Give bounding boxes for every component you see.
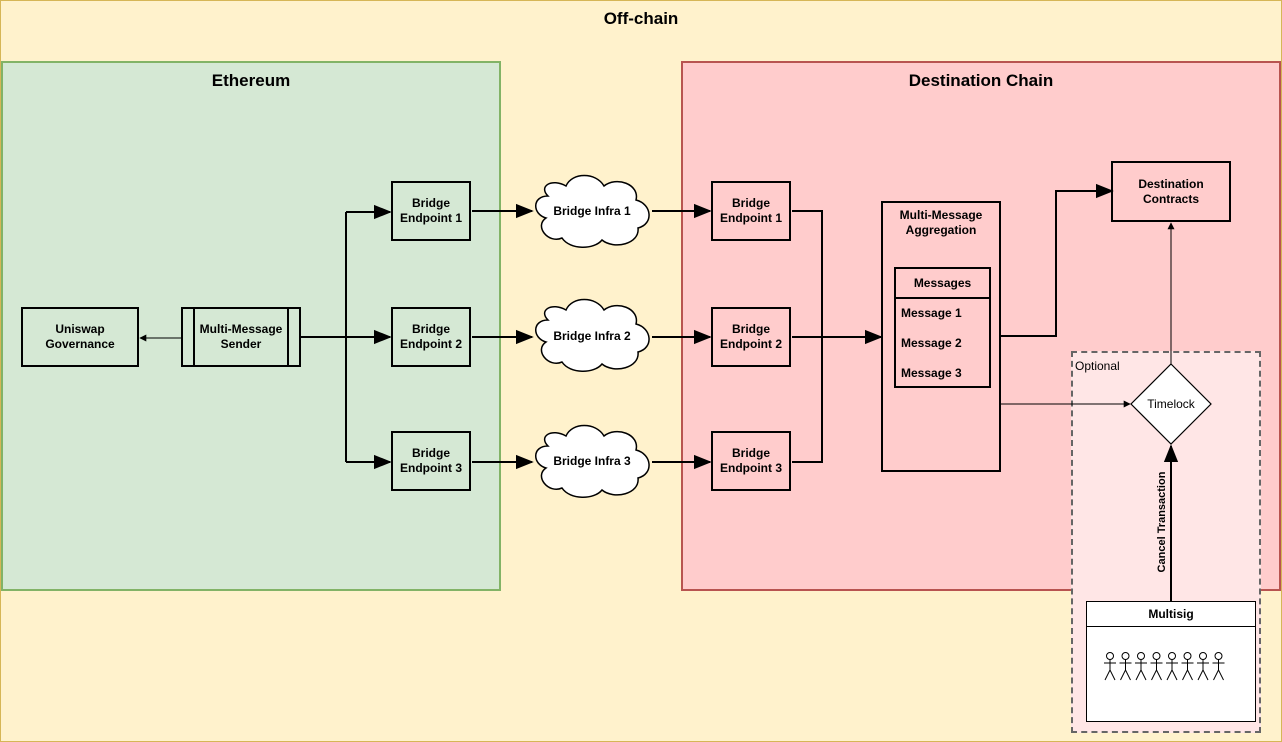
messages-box: Messages Message 1 Message 2 Message 3 — [894, 267, 991, 388]
aggregation-box: Multi-Message Aggregation Messages Messa… — [881, 201, 1001, 472]
bridge-endpoint-2-box: Bridge Endpoint 2 — [391, 307, 471, 367]
timelock-diamond — [1130, 363, 1212, 445]
dest-bridge-endpoint-1-box: Bridge Endpoint 1 — [711, 181, 791, 241]
ethereum-title: Ethereum — [211, 71, 291, 90]
signer-icon — [1135, 652, 1147, 681]
multisig-signers-layer — [1104, 652, 1225, 681]
bridge-infra-3-cloud — [535, 424, 650, 498]
edge-sender-endpoints — [301, 212, 347, 462]
edge-dest-aggregation — [792, 210, 823, 463]
bridge-infra-3-label: Bridge Infra 3 — [553, 454, 631, 468]
multi-message-sender-label: Multi-Message Sender — [199, 322, 283, 351]
edge-aggregation-contracts — [1001, 183, 1114, 337]
messages-header: Messages — [896, 269, 989, 299]
bridge-infra-1-label: Bridge Infra 1 — [553, 204, 631, 218]
cancel-transaction-label: Cancel Transaction — [1156, 471, 1168, 573]
bridge-endpoint-3-box: Bridge Endpoint 3 — [391, 431, 471, 491]
destination-chain-title: Destination Chain — [908, 71, 1054, 90]
offchain-title: Off-chain — [603, 9, 679, 28]
signer-icon — [1212, 652, 1225, 681]
signer-icon — [1104, 652, 1116, 681]
bridge-infra-1-cloud — [535, 174, 650, 248]
message-item: Message 3 — [901, 366, 962, 380]
signer-icon — [1150, 652, 1163, 681]
optional-label: Optional — [1075, 359, 1120, 373]
bridge-infra-2-cloud — [535, 298, 650, 372]
dest-bridge-endpoint-2-box: Bridge Endpoint 2 — [711, 307, 791, 367]
message-item: Message 2 — [901, 336, 962, 350]
destination-contracts-box: Destination Contracts — [1111, 161, 1231, 222]
multi-message-sender-box: Multi-Message Sender — [181, 307, 301, 367]
bridge-endpoint-1-box: Bridge Endpoint 1 — [391, 181, 471, 241]
bridge-infra-2-label: Bridge Infra 2 — [553, 329, 631, 343]
multisig-title: Multisig — [1087, 602, 1255, 627]
signer-icon — [1197, 652, 1209, 681]
signer-icon — [1119, 652, 1132, 681]
aggregation-title: Multi-Message Aggregation — [899, 208, 983, 237]
dest-bridge-endpoint-3-box: Bridge Endpoint 3 — [711, 431, 791, 491]
signer-icon — [1166, 652, 1178, 681]
ethereum-region: Ethereum — [1, 61, 501, 591]
multisig-box: Multisig — [1086, 601, 1256, 722]
message-item: Message 1 — [901, 306, 962, 320]
uniswap-governance-box: Uniswap Governance — [21, 307, 139, 367]
timelock-label: Timelock — [1147, 397, 1195, 411]
signer-icon — [1181, 652, 1194, 681]
